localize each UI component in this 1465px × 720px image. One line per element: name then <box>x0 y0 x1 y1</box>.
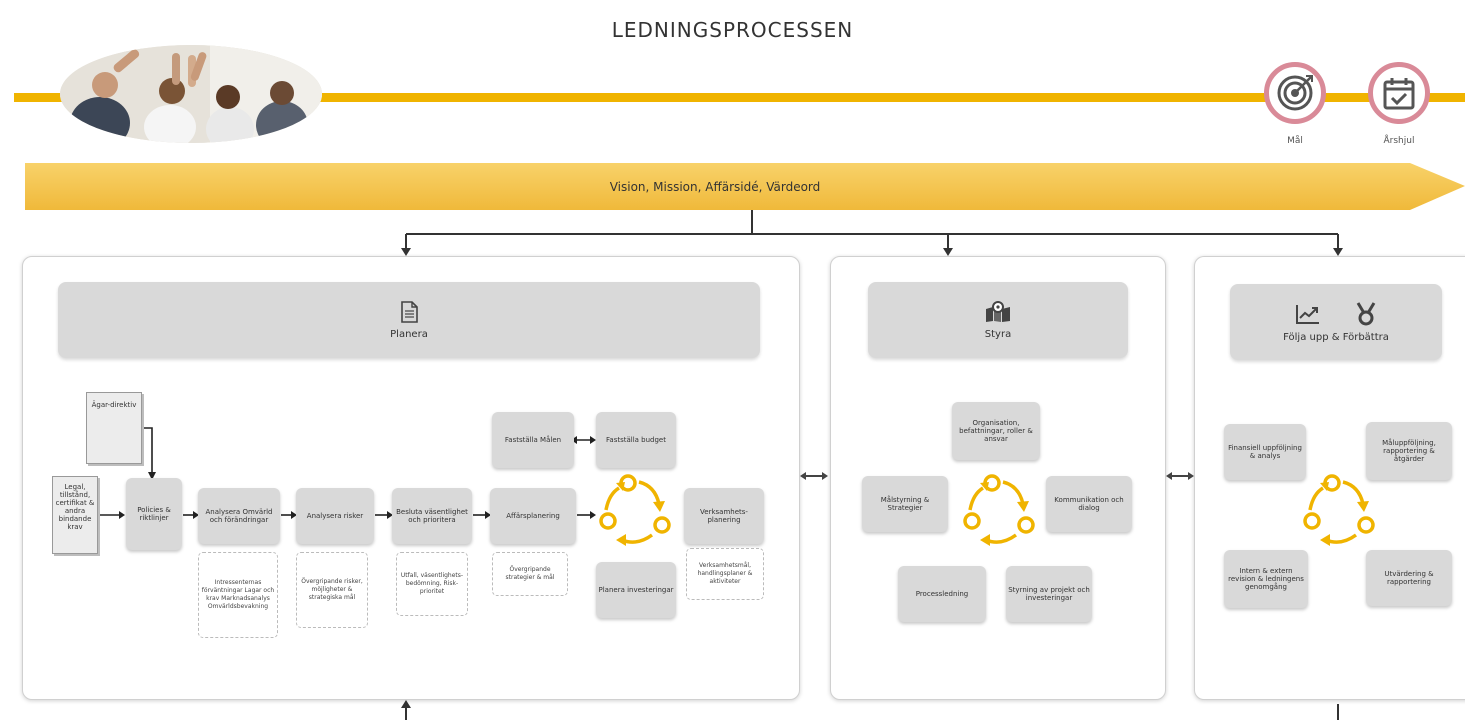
note-risker: Övergripande risker, möjligheter & strat… <box>296 552 368 628</box>
note-besluta: Utfall, väsentlighets-bedömning, Risk-pr… <box>396 552 468 616</box>
box-maluppfoljning[interactable]: Måluppföljning, rapportering & åtgärder <box>1366 422 1452 480</box>
chart-icon <box>1296 304 1319 324</box>
panel-styra-header[interactable]: Styra <box>868 282 1128 358</box>
cycle-icon-folja <box>1303 474 1375 546</box>
cycle-icon-planera <box>599 474 671 546</box>
note-verksamhet: Verksamhetsmål, handlingsplaner & aktivi… <box>686 548 764 600</box>
box-planera-investeringar[interactable]: Planera investeringar <box>596 562 676 618</box>
goal-calendar[interactable] <box>1368 62 1430 124</box>
medal-icon <box>1356 301 1376 325</box>
box-malstyrning[interactable]: Målstyrning & Strategier <box>862 476 948 532</box>
box-affarsplanering[interactable]: Affärsplanering <box>490 488 576 544</box>
document-icon <box>401 300 418 323</box>
box-utvardering[interactable]: Utvärdering & rapportering <box>1366 550 1452 606</box>
box-besluta[interactable]: Besluta väsentlighet och prioritera <box>392 488 472 544</box>
box-analysera-omvarld[interactable]: Analysera Omvärld och förändringar <box>198 488 280 544</box>
box-fastst-budget[interactable]: Fastställa budget <box>596 412 676 468</box>
goal-target-label: Mål <box>1287 136 1303 146</box>
panel-planera-label: Planera <box>390 328 428 340</box>
box-processledning[interactable]: Processledning <box>898 566 986 622</box>
target-icon <box>1277 75 1313 111</box>
goal-calendar-label: Årshjul <box>1383 136 1415 146</box>
note-affarsplanering: Övergripande strategier & mål <box>492 552 568 596</box>
doc-agardirektiv[interactable]: Ägar-direktiv <box>86 392 142 464</box>
box-verksamhetsplanering[interactable]: Verksamhets-planering <box>684 488 764 544</box>
calendar-check-icon <box>1383 78 1415 110</box>
goal-target[interactable] <box>1264 62 1326 124</box>
box-fastst-mal[interactable]: Fastställa Målen <box>492 412 574 468</box>
page-title: LEDNINGSPROCESSEN <box>611 18 854 42</box>
box-analysera-risker[interactable]: Analysera risker <box>296 488 374 544</box>
header-line <box>14 93 1465 102</box>
team-photo <box>60 45 322 143</box>
panel-planera-header[interactable]: Planera <box>58 282 760 358</box>
note-omvarld: Intressenternas förväntningar Lagar och … <box>198 552 278 638</box>
vision-banner-shape <box>25 163 1465 210</box>
team-photo-illustration <box>60 45 322 143</box>
box-kommunikation[interactable]: Kommunikation och dialog <box>1046 476 1132 532</box>
vision-banner-label: Vision, Mission, Affärsidé, Värdeord <box>609 179 821 194</box>
cycle-icon-styra <box>963 474 1035 546</box>
box-intern-extern[interactable]: Intern & extern revision & ledningens ge… <box>1224 550 1308 608</box>
doc-legal[interactable]: Legal, tillstånd, certifikat & andra bin… <box>52 476 98 554</box>
panel-folja-label: Följa upp & Förbättra <box>1283 331 1389 343</box>
map-pin-icon <box>986 300 1010 322</box>
panel-styra-label: Styra <box>984 328 1012 340</box>
box-styrning-projekt[interactable]: Styrning av projekt och investeringar <box>1006 566 1092 622</box>
box-finansiell[interactable]: Finansiell uppföljning & analys <box>1224 424 1306 480</box>
box-organisation[interactable]: Organisation, befattningar, roller & ans… <box>952 402 1040 460</box>
panel-folja-header[interactable]: Följa upp & Förbättra <box>1230 284 1442 360</box>
box-policies[interactable]: Policies & riktlinjer <box>126 478 182 550</box>
